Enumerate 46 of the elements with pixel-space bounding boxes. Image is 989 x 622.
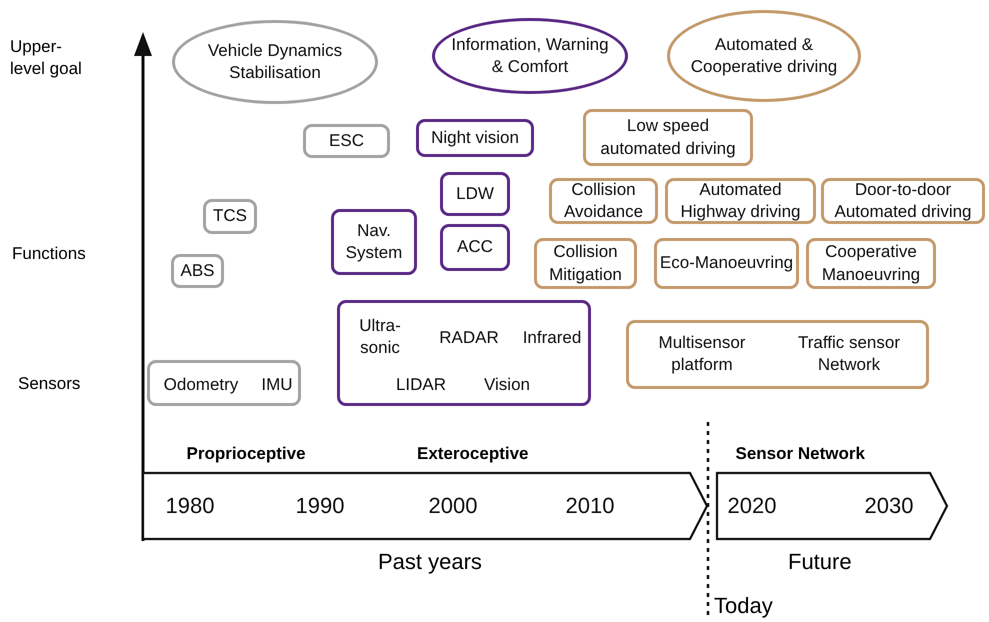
function-box: Low speed automated driving	[583, 109, 753, 166]
sensor-label: LIDAR	[394, 374, 448, 396]
year-label: 1990	[294, 492, 346, 520]
period-label: Future	[788, 548, 852, 576]
function-box: Automated Highway driving	[665, 178, 816, 224]
sensor-group-box	[147, 360, 301, 406]
era-label: Exteroceptive	[417, 443, 528, 465]
sensor-label: Ultra-sonic	[358, 315, 402, 360]
function-box: LDW	[440, 172, 510, 216]
function-box: Night vision	[416, 119, 534, 157]
year-label: 2010	[564, 492, 616, 520]
sensor-label: Vision	[483, 374, 531, 396]
function-box: Cooperative Manoeuvring	[806, 238, 936, 289]
goal-ellipse: Vehicle Dynamics Stabilisation	[172, 20, 378, 104]
year-label: 2020	[726, 492, 778, 520]
sensor-label: Infrared	[522, 327, 582, 349]
timeline-band	[716, 472, 948, 540]
period-label: Past years	[378, 548, 482, 576]
axis-label: Functions	[12, 243, 86, 265]
function-box: Eco-Manoeuvring	[654, 238, 799, 289]
function-box: ACC	[440, 224, 510, 271]
axis-label: Sensors	[18, 373, 80, 395]
timeline-band	[142, 472, 708, 540]
sensor-label: Odometry	[162, 374, 240, 396]
sensor-group-box	[337, 300, 591, 406]
sensor-label: Traffic sensor Network	[796, 332, 902, 376]
function-box: ABS	[171, 254, 224, 288]
goal-ellipse: Automated & Cooperative driving	[667, 10, 861, 102]
function-box: Collision Mitigation	[534, 238, 637, 289]
today-label: Today	[714, 592, 773, 620]
function-box: Collision Avoidance	[549, 178, 658, 224]
sensor-group-box	[626, 320, 929, 389]
sensor-label: Multisensor platform	[658, 332, 746, 376]
year-label: 1980	[164, 492, 216, 520]
era-label: Proprioceptive	[186, 443, 306, 465]
year-label: 2000	[428, 492, 478, 520]
era-label: Sensor Network	[736, 443, 865, 465]
function-box: TCS	[203, 199, 257, 234]
sensor-label: IMU	[260, 374, 294, 396]
axis-label: Upper-level goal	[10, 36, 83, 80]
year-label: 2030	[864, 492, 914, 520]
function-box: Door-to-door Automated driving	[821, 178, 985, 224]
sensor-label: RADAR	[438, 327, 500, 349]
goal-ellipse: Information, Warning & Comfort	[432, 18, 628, 94]
function-box: ESC	[303, 124, 390, 158]
function-box: Nav. System	[331, 209, 417, 275]
